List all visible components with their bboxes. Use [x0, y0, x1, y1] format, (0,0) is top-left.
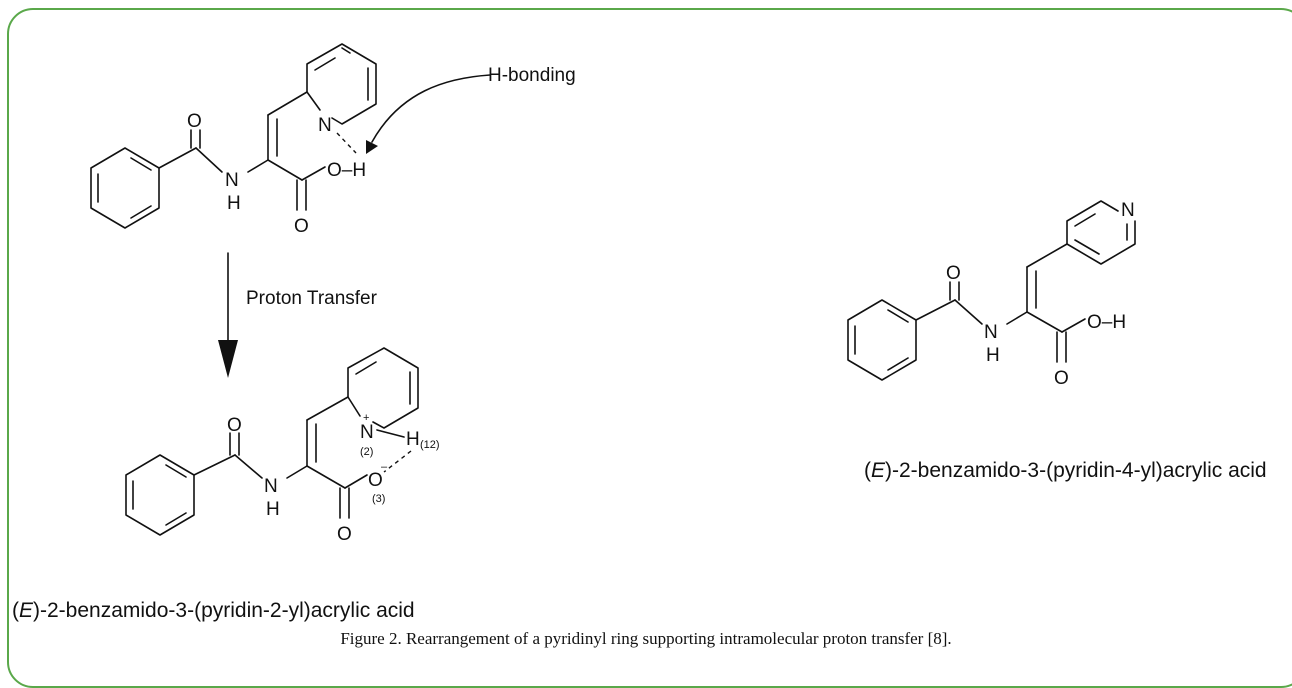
proton-transfer-label: Proton Transfer	[246, 288, 378, 309]
benzene-ring-bottom	[125, 454, 195, 536]
atom-N-pyridine-right: N	[1121, 200, 1135, 221]
atom-O-carbonyl-bottom: O	[227, 415, 242, 436]
h-bonding-label: H-bonding	[488, 65, 576, 86]
atom-OH-acid-right: O–H	[1087, 312, 1126, 333]
atom-O-acid-carbonyl-right: O	[1054, 368, 1069, 389]
index-h12: (12)	[420, 439, 440, 451]
charge-plus: +	[363, 412, 369, 424]
benzene-ring-right	[847, 299, 917, 381]
atom-N-pyridinium: N	[360, 422, 374, 443]
atom-O-carboxylate-carbonyl: O	[337, 524, 352, 545]
pyridinium-ring: N + (2)	[347, 347, 419, 458]
figure-caption: Figure 2. Rearrangement of a pyridinyl r…	[340, 629, 951, 648]
atom-H-amide-right: H	[986, 345, 1000, 366]
atom-N-amide-right: N	[984, 322, 998, 343]
reaction-scheme: O N H O O–H N H-bonding	[12, 43, 1267, 648]
atom-N-amide: N	[225, 170, 239, 191]
atom-H-transferred: H	[406, 429, 420, 450]
benzene-ring-top	[90, 147, 160, 229]
atom-H-amide-bottom: H	[266, 499, 280, 520]
hydrogen-bond-top	[336, 132, 357, 154]
molecule-right: O N H O O–H N	[847, 200, 1136, 389]
compound-name-right: (E)-2-benzamido-3-(pyridin-4-yl)acrylic …	[864, 459, 1267, 482]
atom-N-pyridine: N	[318, 115, 332, 136]
h-bonding-arrowhead	[366, 140, 378, 154]
atom-H-amide: H	[227, 193, 241, 214]
atom-O-acid-carbonyl: O	[294, 216, 309, 237]
proton-transfer-arrowhead	[218, 340, 238, 378]
compound-name-left: (E)-2-benzamido-3-(pyridin-2-yl)acrylic …	[12, 599, 415, 622]
atom-O-carbonyl: O	[187, 111, 202, 132]
pyridine-ring-right: N	[1066, 200, 1136, 265]
molecule-top: O N H O O–H N	[90, 43, 377, 237]
index-n2: (2)	[360, 446, 373, 458]
proton-transfer-arrow: Proton Transfer	[218, 252, 378, 378]
index-o3: (3)	[372, 493, 385, 505]
atom-O-carboxylate: O	[368, 470, 383, 491]
charge-minus: –	[381, 461, 388, 473]
atom-OH-acid: O–H	[327, 160, 366, 181]
pyridine-ring-top: N	[306, 43, 377, 136]
hydrogen-bond-bottom	[383, 450, 412, 473]
h-bonding-annotation: H-bonding	[366, 65, 576, 154]
atom-O-carbonyl-right: O	[946, 263, 961, 284]
atom-N-amide-bottom: N	[264, 476, 278, 497]
molecule-bottom: O N H O O – (3) N + (2) H (12)	[125, 347, 440, 545]
